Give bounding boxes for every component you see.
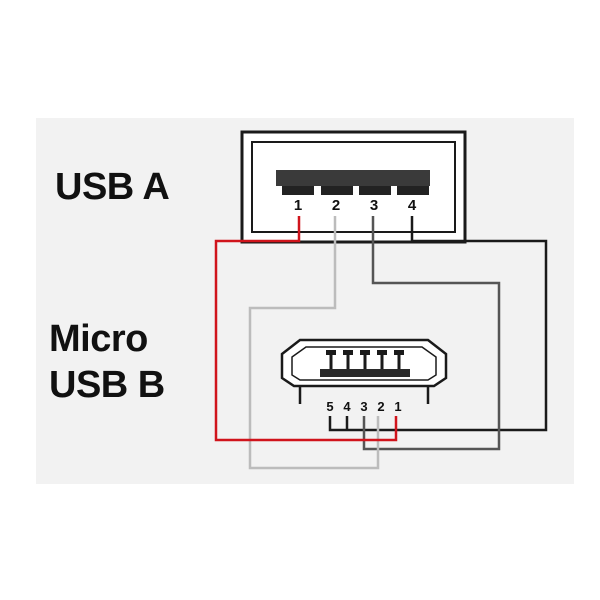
micro-pin-4-label: 4 xyxy=(343,399,351,414)
usb-a-contact-3 xyxy=(359,186,391,195)
usb-a-pin-3-label: 3 xyxy=(370,197,378,214)
wire-ground-black xyxy=(328,216,548,432)
usb-a-pin-1-label: 1 xyxy=(294,197,302,214)
usb-a-label: USB A xyxy=(55,166,170,208)
wire-data-minus-light-gray xyxy=(248,216,380,470)
usb-a-contact-4 xyxy=(397,186,429,195)
micro-pin-3-label: 3 xyxy=(360,399,367,414)
usb-a-pin-4-label: 4 xyxy=(408,197,417,214)
usb-a-tongue xyxy=(276,170,430,186)
micro-usb-b-label-line2: USB B xyxy=(49,364,165,406)
wires xyxy=(214,216,548,470)
wire-vcc-red xyxy=(214,216,398,442)
usb-a-connector: 1 2 3 4 xyxy=(240,130,467,244)
micro-pin-5-label: 5 xyxy=(326,399,333,414)
micro-usb-b-connector: 5 4 3 2 1 xyxy=(280,338,448,414)
usb-a-contact-2 xyxy=(321,186,353,195)
usb-a-contact-1 xyxy=(282,186,314,195)
micro-usb-tongue xyxy=(320,369,410,377)
wire-data-plus-dark-gray xyxy=(362,216,501,451)
micro-usb-contacts xyxy=(326,350,404,369)
micro-pin-2-label: 2 xyxy=(377,399,384,414)
micro-usb-b-label-line1: Micro xyxy=(49,318,148,360)
micro-pin-1-label: 1 xyxy=(394,399,401,414)
usb-a-pin-2-label: 2 xyxy=(332,197,340,214)
